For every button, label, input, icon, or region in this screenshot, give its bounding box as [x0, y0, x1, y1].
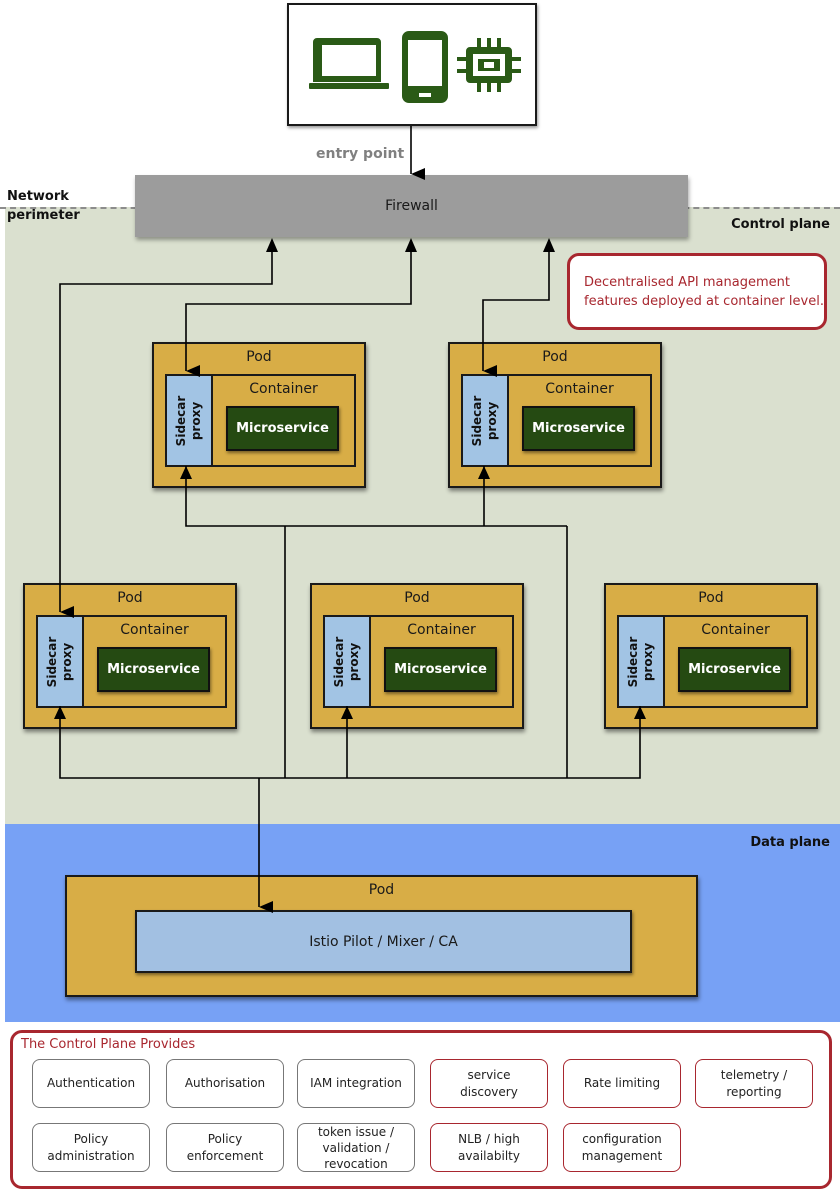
- feature-configuration-management: configuration management: [563, 1123, 681, 1172]
- feature-label: Authorisation: [184, 1076, 266, 1090]
- pod-label: Pod: [246, 349, 272, 365]
- laptop-icon: [309, 38, 389, 89]
- entry-point-label: entry point: [316, 146, 405, 162]
- feature-label: IAM integration: [310, 1076, 402, 1090]
- microservice: Microservice: [226, 406, 339, 451]
- note-line1: Decentralised API management: [584, 275, 790, 290]
- feature-label: service discovery: [460, 1067, 518, 1099]
- note-line2: features deployed at container level.: [584, 294, 824, 309]
- feature-rate-limiting: Rate limiting: [563, 1059, 681, 1108]
- container-label: Container: [120, 622, 189, 638]
- microservice: Microservice: [522, 406, 635, 451]
- feature-iam-integration: IAM integration: [297, 1059, 415, 1108]
- container-label: Container: [701, 622, 770, 638]
- feature-label: telemetry / reporting: [720, 1067, 788, 1099]
- sidecar-label-line2: proxy: [60, 642, 74, 681]
- microservice: Microservice: [678, 647, 791, 692]
- feature-label: Rate limiting: [583, 1076, 661, 1090]
- feature-label: Policy enforcement: [186, 1131, 264, 1163]
- client-devices-icons: [309, 31, 521, 103]
- sidecar-label-line2: proxy: [347, 642, 361, 681]
- microservice: Microservice: [97, 647, 210, 692]
- feature-policy-administration: Policy administration: [32, 1123, 150, 1172]
- feature-label: configuration management: [581, 1131, 663, 1163]
- control-plane-label: Control plane: [731, 217, 830, 232]
- microservice: Microservice: [384, 647, 497, 692]
- microservice-label: Microservice: [394, 662, 487, 677]
- sidecar-label-line2: proxy: [485, 401, 499, 440]
- provides-title: The Control Plane Provides: [21, 1037, 196, 1052]
- network-perimeter-label-line1: Network: [7, 189, 69, 204]
- container-label: Container: [249, 381, 318, 397]
- container-label: Container: [545, 381, 614, 397]
- feature-service-discovery: service discovery: [430, 1059, 548, 1108]
- sidecar-label-line1: Sidecar: [626, 636, 640, 687]
- chip-icon: [457, 38, 521, 92]
- network-perimeter-label-line2: perimeter: [7, 208, 80, 223]
- data-plane-pod: Pod Istio Pilot / Mixer / CA: [65, 875, 698, 997]
- microservice-label: Microservice: [236, 421, 329, 436]
- feature-nlb-high-availability: NLB / high availabilty: [430, 1123, 548, 1172]
- sidecar-label-line1: Sidecar: [470, 395, 484, 446]
- feature-authorisation: Authorisation: [166, 1059, 284, 1108]
- smartphone-icon: [402, 31, 448, 103]
- firewall-label: Firewall: [385, 198, 438, 214]
- decentralised-note: Decentralised API management features de…: [567, 253, 827, 330]
- feature-authentication: Authentication: [32, 1059, 150, 1108]
- istio-pilot-mixer-ca: Istio Pilot / Mixer / CA: [135, 910, 632, 973]
- client-devices-box: [287, 3, 537, 126]
- feature-label: NLB / high availabilty: [458, 1131, 520, 1163]
- microservice-label: Microservice: [107, 662, 200, 677]
- pod-label: Pod: [542, 349, 568, 365]
- microservice-label: Microservice: [688, 662, 781, 677]
- firewall: Firewall: [135, 175, 688, 237]
- sidecar-label-line1: Sidecar: [332, 636, 346, 687]
- feature-telemetry-reporting: telemetry / reporting: [695, 1059, 813, 1108]
- feature-label: Authentication: [46, 1076, 136, 1090]
- feature-label: token issue / validation / revocation: [317, 1124, 395, 1171]
- data-plane-label: Data plane: [750, 835, 830, 850]
- microservice-label: Microservice: [532, 421, 625, 436]
- sidecar-label-line1: Sidecar: [174, 395, 188, 446]
- istio-label: Istio Pilot / Mixer / CA: [309, 933, 458, 950]
- sidecar-label-line1: Sidecar: [45, 636, 59, 687]
- feature-policy-enforcement: Policy enforcement: [166, 1123, 284, 1172]
- feature-token-lifecycle: token issue / validation / revocation: [297, 1123, 415, 1172]
- network-perimeter-label: Network perimeter: [7, 187, 80, 225]
- container-label: Container: [407, 622, 476, 638]
- sidecar-label-line2: proxy: [189, 401, 203, 440]
- sidecar-label-line2: proxy: [641, 642, 655, 681]
- pod-label: Pod: [698, 590, 724, 606]
- pod-label: Pod: [404, 590, 430, 606]
- pod-label: Pod: [117, 590, 143, 606]
- control-plane-provides-panel: The Control Plane Provides Authenticatio…: [10, 1030, 832, 1189]
- feature-label: Policy administration: [47, 1131, 135, 1163]
- pod-label: Pod: [368, 882, 395, 898]
